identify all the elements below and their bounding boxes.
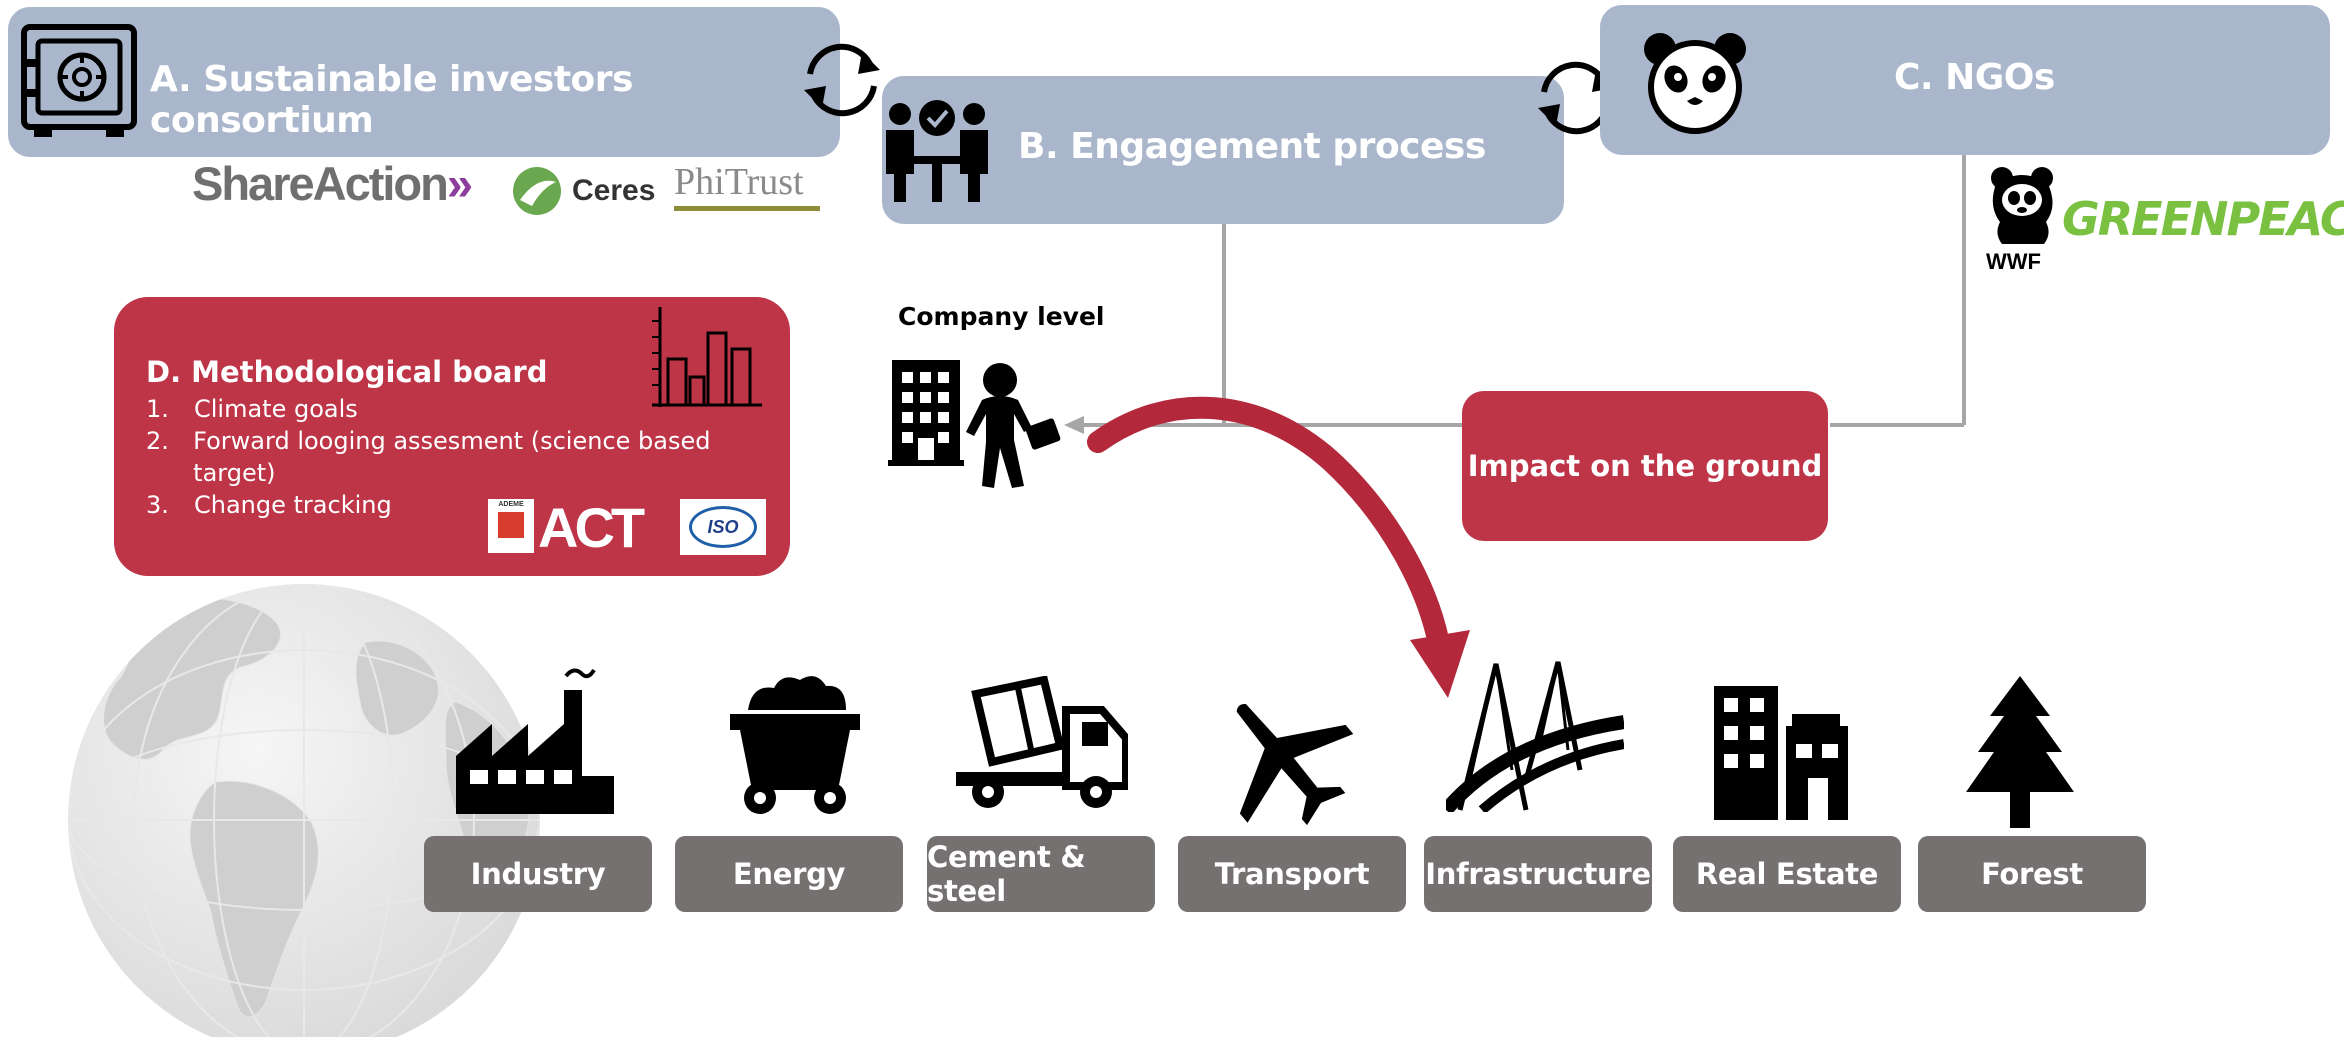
wwf-panda-icon <box>1991 167 2053 244</box>
greenpeace-logo: GREENPEACE <box>2062 192 2344 246</box>
shareaction-text: ShareAction <box>192 157 449 210</box>
businessman-icon <box>966 363 1061 488</box>
wwf-text: WWF <box>1986 249 2041 274</box>
phitrust-logo: PhiTrust <box>674 160 820 211</box>
sector-forest: Forest <box>1918 836 2146 912</box>
list-item: 2.Forward looging assesment (science bas… <box>146 427 711 487</box>
iso-text: ISO <box>707 516 739 537</box>
list-item: 3.Change tracking <box>146 491 392 519</box>
ademe-text: ADEME <box>498 501 524 508</box>
factory-icon <box>456 668 614 814</box>
company-level-label: Company level <box>898 302 1105 331</box>
sector-industry: Industry <box>424 836 652 912</box>
safe-icon <box>21 24 137 137</box>
shareaction-logo: ShareAction» <box>192 157 473 210</box>
bar-chart-icon <box>652 307 762 407</box>
box-sustainable-investors: A. Sustainable investors consortium <box>8 7 840 157</box>
methodological-list: 1.Climate goals 2.Forward looging assesm… <box>146 393 790 521</box>
methodological-board: D. Methodological board 1.Climate goals … <box>114 297 790 576</box>
sector-transport: Transport <box>1178 836 1406 912</box>
sector-real-estate: Real Estate <box>1673 836 1901 912</box>
box-ngos: C. NGOs <box>1600 5 2330 155</box>
sector-infrastructure: Infrastructure <box>1424 836 1652 912</box>
cycle-arrows-icon <box>804 43 880 117</box>
ademe-logo: ADEME <box>488 499 534 553</box>
impact-on-ground-box: Impact on the ground <box>1462 391 1828 541</box>
box-c-label: C. NGOs <box>1894 57 2055 98</box>
bridge-icon <box>1446 661 1624 812</box>
cement-truck-icon <box>956 676 1128 808</box>
office-building-icon <box>888 360 964 466</box>
box-a-label: A. Sustainable investors consortium <box>150 59 633 141</box>
ceres-logo: Ceres <box>512 166 655 216</box>
list-item: 1.Climate goals <box>146 395 358 423</box>
iso-logo: ISO <box>680 499 766 555</box>
wwf-logo: WWF <box>1986 166 2060 275</box>
ceres-leaf-icon <box>513 167 561 215</box>
act-logo: ACT <box>538 496 645 559</box>
engagement-people-icon <box>886 100 988 202</box>
sector-energy: Energy <box>675 836 903 912</box>
phitrust-text: PhiTrust <box>674 161 804 203</box>
impact-label: Impact on the ground <box>1467 449 1823 483</box>
city-buildings-icon <box>1714 686 1848 820</box>
ceres-text: Ceres <box>572 174 656 207</box>
methodological-title: D. Methodological board <box>146 355 548 389</box>
coal-cart-icon <box>730 676 860 814</box>
panda-icon <box>1644 33 1746 134</box>
box-engagement-process: B. Engagement process <box>882 76 1564 224</box>
sector-cement-steel: Cement & steel <box>927 836 1155 912</box>
pine-tree-icon <box>1966 676 2074 828</box>
airplane-icon <box>1236 704 1354 826</box>
box-b-label: B. Engagement process <box>1018 126 1486 167</box>
